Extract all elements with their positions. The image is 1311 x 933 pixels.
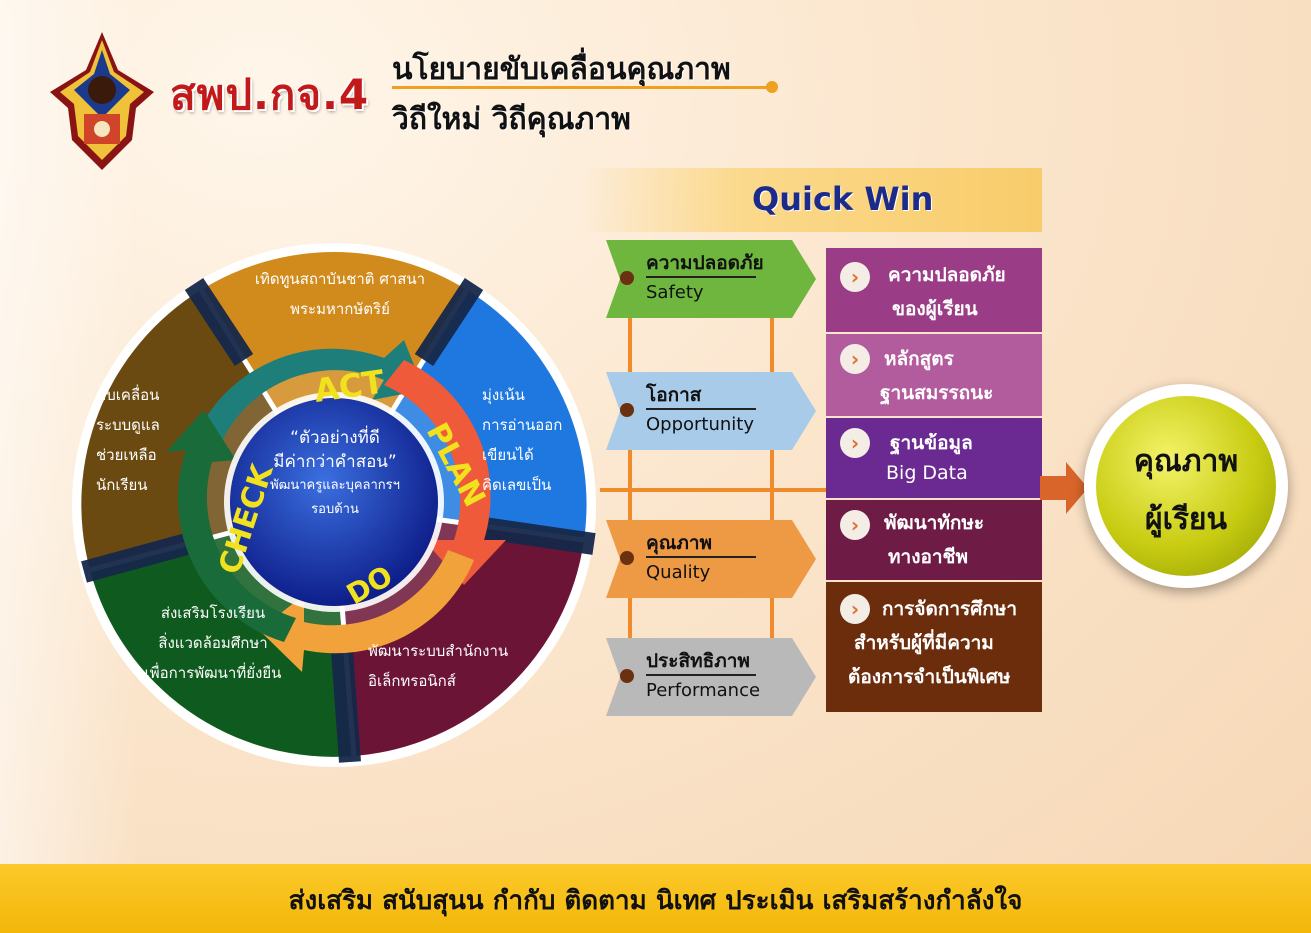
chevron-right-icon: › bbox=[840, 262, 870, 292]
tag-opportunity: โอกาส Opportunity bbox=[606, 372, 816, 450]
center-line: พัฒนาครูและบุคลากรฯ bbox=[270, 478, 400, 493]
left-segment-line: ขับเคลื่อน bbox=[96, 386, 160, 404]
stack-line: ฐานข้อมูล bbox=[890, 432, 973, 454]
tag-label-th: ประสิทธิภาพ bbox=[646, 650, 750, 672]
pdca-wheel: ACT PLAN DO CHECK bbox=[72, 243, 596, 767]
left-segment-line: ช่วยเหลือ bbox=[96, 446, 157, 464]
plan-segment-line: คิดเลขเป็น bbox=[482, 476, 552, 494]
tag-safety: ความปลอดภัย Safety bbox=[606, 240, 816, 318]
plan-segment-text: มุ่งเน้น การอ่านออก เขียนได้ คิดเลขเป็น bbox=[482, 380, 562, 500]
stack-line: พัฒนาทักษะ bbox=[884, 512, 985, 534]
do-segment-line: พัฒนาระบบสำนักงาน bbox=[368, 642, 509, 660]
plan-segment-line: การอ่านออก bbox=[482, 416, 563, 434]
chevron-right-icon: › bbox=[840, 594, 870, 624]
plan-segment-line: มุ่งเน้น bbox=[482, 386, 525, 404]
stack-line: ต้องการจำเป็นพิเศษ bbox=[848, 666, 1011, 688]
stack-line: Big Data bbox=[886, 462, 968, 484]
act-segment-line: พระมหากษัตริย์ bbox=[290, 300, 390, 318]
check-segment-line: สิ่งแวดล้อมศึกษา bbox=[158, 634, 268, 652]
center-line: รอบด้าน bbox=[311, 502, 359, 517]
stack-line: หลักสูตร bbox=[884, 348, 954, 370]
do-segment-line: อิเล็กทรอนิกส์ bbox=[368, 672, 456, 690]
left-segment-text: ขับเคลื่อน ระบบดูแล ช่วยเหลือ นักเรียน bbox=[96, 380, 160, 500]
stack-item-special-ed: › การจัดการศึกษา สำหรับผู้ที่มีความ ต้อง… bbox=[826, 582, 1042, 712]
quick-win-bar bbox=[580, 168, 1042, 232]
tag-label-en: Opportunity bbox=[646, 414, 755, 435]
stack-line: ทางอาชีพ bbox=[888, 546, 968, 568]
segment-act-bg bbox=[201, 252, 467, 505]
tag-performance: ประสิทธิภาพ Performance bbox=[606, 638, 816, 716]
stack-line: ความปลอดภัย bbox=[888, 264, 1006, 286]
chevron-right-icon: › bbox=[840, 428, 870, 458]
brand-name: สพป.กจ.4 bbox=[170, 70, 370, 119]
page-title-line1: นโยบายขับเคลื่อนคุณภาพ bbox=[392, 52, 731, 87]
plan-arrow bbox=[384, 360, 506, 585]
check-segment-line: ส่งเสริมโรงเรียน bbox=[160, 604, 266, 622]
arrow-right-icon bbox=[1040, 462, 1088, 514]
tag-label-en: Performance bbox=[646, 680, 761, 701]
tag-label-th: ความปลอดภัย bbox=[646, 252, 764, 274]
footer-bar bbox=[0, 864, 1311, 933]
connector-lines bbox=[600, 300, 826, 700]
stack-item-data: › ฐานข้อมูล Big Data bbox=[826, 418, 1042, 498]
title-divider bbox=[392, 86, 772, 89]
stack-line: ของผู้เรียน bbox=[892, 298, 978, 320]
act-segment-line: เทิดทูนสถาบันชาติ ศาสนา bbox=[254, 270, 426, 288]
result-label-line2: ผู้เรียน bbox=[1144, 502, 1228, 537]
tag-label-th: โอกาส bbox=[646, 384, 702, 406]
footer-slogan: ส่งเสริม สนับสุนน กำกับ ติดตาม นิเทศ ประ… bbox=[288, 886, 1023, 916]
emblem-logo bbox=[50, 32, 154, 170]
check-segment-text: ส่งเสริมโรงเรียน สิ่งแวดล้อมศึกษา เพื่อก… bbox=[128, 598, 298, 688]
do-arrow bbox=[259, 550, 474, 672]
check-arrow bbox=[166, 410, 296, 642]
act-arrow bbox=[194, 340, 424, 450]
center-line: “ตัวอย่างที่ดี bbox=[290, 428, 380, 448]
tag-label-en: Quality bbox=[646, 562, 711, 583]
result-label-line1: คุณภาพ bbox=[1133, 444, 1239, 479]
center-text: “ตัวอย่างที่ดี มีค่ากว่าคำสอน” พัฒนาครูแ… bbox=[250, 426, 420, 522]
stack-item-career: › พัฒนาทักษะ ทางอาชีพ bbox=[826, 500, 1042, 580]
stack-line: ฐานสมรรถนะ bbox=[880, 382, 994, 404]
page-title-line2: วิถีใหม่ วิถีคุณภาพ bbox=[392, 102, 631, 137]
tag-quality: คุณภาพ Quality bbox=[606, 520, 816, 598]
center-line: มีค่ากว่าคำสอน” bbox=[273, 452, 397, 472]
stack-item-curriculum: › หลักสูตร ฐานสมรรถนะ bbox=[826, 334, 1042, 416]
stack-item-safety: › ความปลอดภัย ของผู้เรียน bbox=[826, 248, 1042, 332]
tag-label-th: คุณภาพ bbox=[646, 532, 713, 554]
chevron-right-icon: › bbox=[840, 510, 870, 540]
chevron-right-icon: › bbox=[840, 344, 870, 374]
stack-line: สำหรับผู้ที่มีความ bbox=[854, 632, 994, 654]
act-segment-text: เทิดทูนสถาบันชาติ ศาสนา พระมหากษัตริย์ bbox=[240, 264, 440, 324]
plan-segment-line: เขียนได้ bbox=[482, 446, 534, 464]
check-segment-line: เพื่อการพัฒนาที่ยั่งยืน bbox=[144, 664, 282, 682]
quick-win-title: Quick Win bbox=[752, 180, 934, 218]
do-segment-text: พัฒนาระบบสำนักงาน อิเล็กทรอนิกส์ bbox=[368, 636, 508, 696]
stack-line: การจัดการศึกษา bbox=[882, 598, 1017, 620]
left-segment-line: ระบบดูแล bbox=[96, 416, 160, 434]
tag-label-en: Safety bbox=[646, 282, 704, 303]
result-circle bbox=[1096, 396, 1276, 576]
left-segment-line: นักเรียน bbox=[96, 476, 148, 494]
title-divider-dot bbox=[766, 81, 778, 93]
